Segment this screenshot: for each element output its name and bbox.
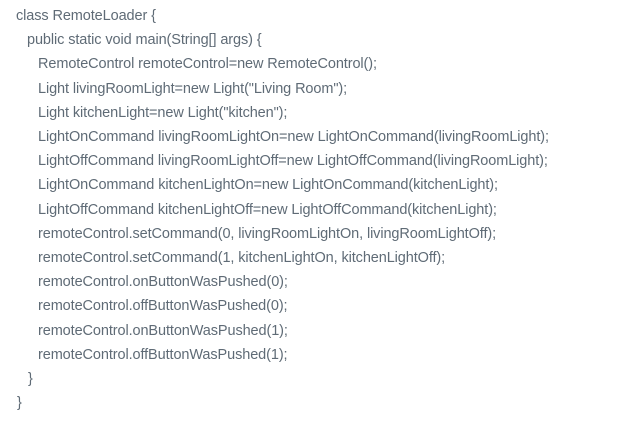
code-line-closing-brace-inner: } xyxy=(28,371,33,388)
code-line: class RemoteLoader { xyxy=(16,8,156,24)
code-line: remoteControl.offButtonWasPushed(0); xyxy=(38,298,288,315)
code-line: LightOnCommand livingRoomLightOn=new Lig… xyxy=(38,129,549,146)
code-line: LightOnCommand kitchenLightOn=new LightO… xyxy=(38,177,498,194)
code-line-closing-brace-outer: } xyxy=(17,395,22,412)
code-line: LightOffCommand livingRoomLightOff=new L… xyxy=(38,153,548,170)
code-line: remoteControl.setCommand(1, kitchenLight… xyxy=(38,250,446,267)
code-line: remoteControl.onButtonWasPushed(1); xyxy=(38,322,288,339)
code-block[interactable]: class RemoteLoader { public static void … xyxy=(0,4,631,415)
code-line: remoteControl.onButtonWasPushed(0); xyxy=(38,274,288,291)
code-line: LightOffCommand kitchenLightOff=new Ligh… xyxy=(38,201,497,218)
code-line: remoteControl.offButtonWasPushed(1); xyxy=(38,346,288,363)
code-line: Light kitchenLight=new Light("kitchen"); xyxy=(38,104,288,121)
code-line: remoteControl.setCommand(0, livingRoomLi… xyxy=(38,225,497,242)
code-line: public static void main(String[] args) { xyxy=(27,32,262,49)
code-line: RemoteControl remoteControl=new RemoteCo… xyxy=(38,56,377,73)
code-line: Light livingRoomLight=new Light("Living … xyxy=(38,80,348,97)
